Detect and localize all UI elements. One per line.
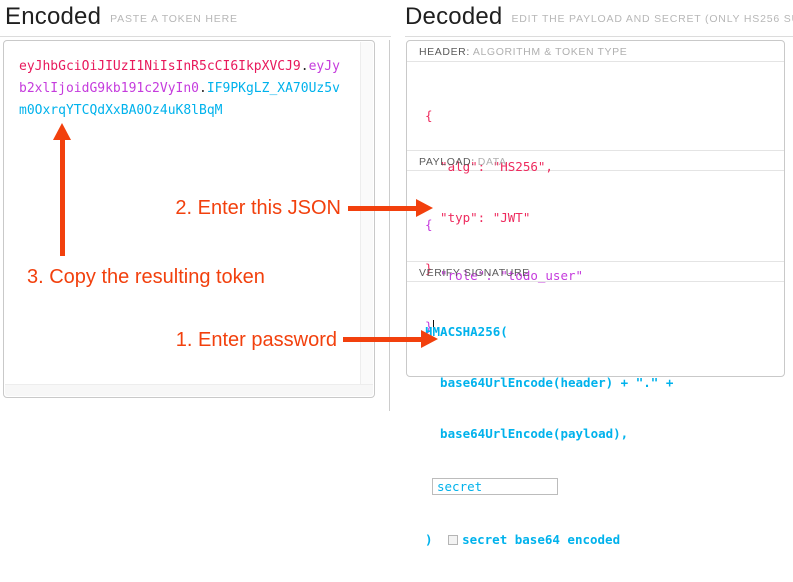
arrow-shaft — [343, 337, 421, 342]
encoded-header: Encoded PASTE A TOKEN HERE — [0, 0, 391, 37]
jwt-token-text[interactable]: eyJhbGciOiJIUzI1NiIsInR5cCI6IkpXVCJ9.eyJ… — [19, 56, 346, 122]
payload-json-line: { — [425, 217, 433, 232]
arrow-to-payload — [348, 199, 433, 217]
arrow-to-token — [53, 123, 71, 256]
column-divider — [389, 40, 390, 411]
payload-json-line: } — [425, 318, 772, 335]
header-label-detail: ALGORITHM & TOKEN TYPE — [472, 46, 628, 58]
encoded-horizontal-scrollbar[interactable] — [5, 384, 373, 396]
header-json-line: } — [425, 261, 433, 276]
payload-json-editor[interactable]: { "role": "todo_user" } — [407, 171, 784, 334]
signature-code-line: base64UrlEncode(payload), — [425, 426, 629, 441]
annotation-step1: 1. Enter password — [175, 329, 337, 351]
decoded-title: Decoded — [405, 3, 503, 30]
payload-section-label: PAYLOAD:DATA — [407, 150, 784, 171]
base64-encoded-label: secret base64 encoded — [462, 532, 621, 547]
payload-json-line: "role": "todo_user" — [425, 268, 584, 283]
encoded-vertical-scrollbar[interactable] — [360, 42, 373, 387]
arrow-head-icon — [53, 123, 71, 140]
token-header-segment: eyJhbGciOiJIUzI1NiIsInR5cCI6IkpXVCJ9 — [19, 59, 301, 74]
arrow-shaft — [60, 138, 65, 256]
annotation-step3: 3. Copy the resulting token — [27, 266, 265, 288]
arrow-head-icon — [421, 330, 438, 348]
arrow-head-icon — [416, 199, 433, 217]
header-json-line: { — [425, 108, 433, 123]
header-json-line: "alg": "HS256", — [425, 159, 553, 174]
decoded-subtitle: EDIT THE PAYLOAD AND SECRET (ONLY HS256 … — [511, 13, 793, 25]
payload-closing-brace: } — [425, 319, 433, 334]
encoded-subtitle: PASTE A TOKEN HERE — [110, 13, 238, 25]
token-dot-2: . — [199, 81, 207, 96]
token-dot-1: . — [300, 59, 309, 74]
signature-label-main: VERIFY SIGNATURE — [419, 267, 530, 279]
signature-code-line: base64UrlEncode(header) + "." + — [425, 375, 674, 390]
payload-label-detail: DATA — [477, 156, 507, 168]
signature-code-line: HMACSHA256( — [425, 324, 508, 339]
decoded-panel: HEADER:ALGORITHM & TOKEN TYPE { "alg": "… — [406, 40, 785, 547]
encoded-token-editor[interactable]: eyJhbGciOiJIUzI1NiIsInR5cCI6IkpXVCJ9.eyJ… — [3, 40, 375, 398]
header-json-editor[interactable]: { "alg": "HS256", "typ": "JWT" } — [407, 62, 784, 276]
closing-paren: ) — [425, 532, 441, 547]
token-payload-segment: eyJyb2xlIjoidG9kb191c2VyIn0 — [19, 59, 340, 96]
signature-section-label: VERIFY SIGNATURE — [407, 261, 784, 282]
arrow-shaft — [348, 206, 416, 211]
signature-closing-line: ) secret base64 encoded — [425, 531, 772, 548]
text-cursor — [432, 320, 434, 333]
header-label-main: HEADER: — [419, 46, 470, 58]
encoded-title: Encoded — [5, 3, 102, 30]
secret-input[interactable] — [432, 478, 558, 495]
annotation-step2: 2. Enter this JSON — [175, 197, 341, 219]
base64-encoded-checkbox[interactable] — [448, 535, 459, 545]
arrow-to-secret-input — [343, 330, 438, 348]
payload-label-main: PAYLOAD: — [419, 156, 475, 168]
signature-area: HMACSHA256( base64UrlEncode(header) + ".… — [407, 282, 784, 547]
token-signature-segment: IF9PKgLZ_XA70Uz5vm0OxrqYTCQdXxBA0Oz4uK8l… — [19, 81, 340, 118]
decoded-header: Decoded EDIT THE PAYLOAD AND SECRET (ONLY… — [405, 0, 793, 37]
header-section-label: HEADER:ALGORITHM & TOKEN TYPE — [407, 41, 784, 62]
header-json-line: "typ": "JWT" — [425, 210, 531, 225]
